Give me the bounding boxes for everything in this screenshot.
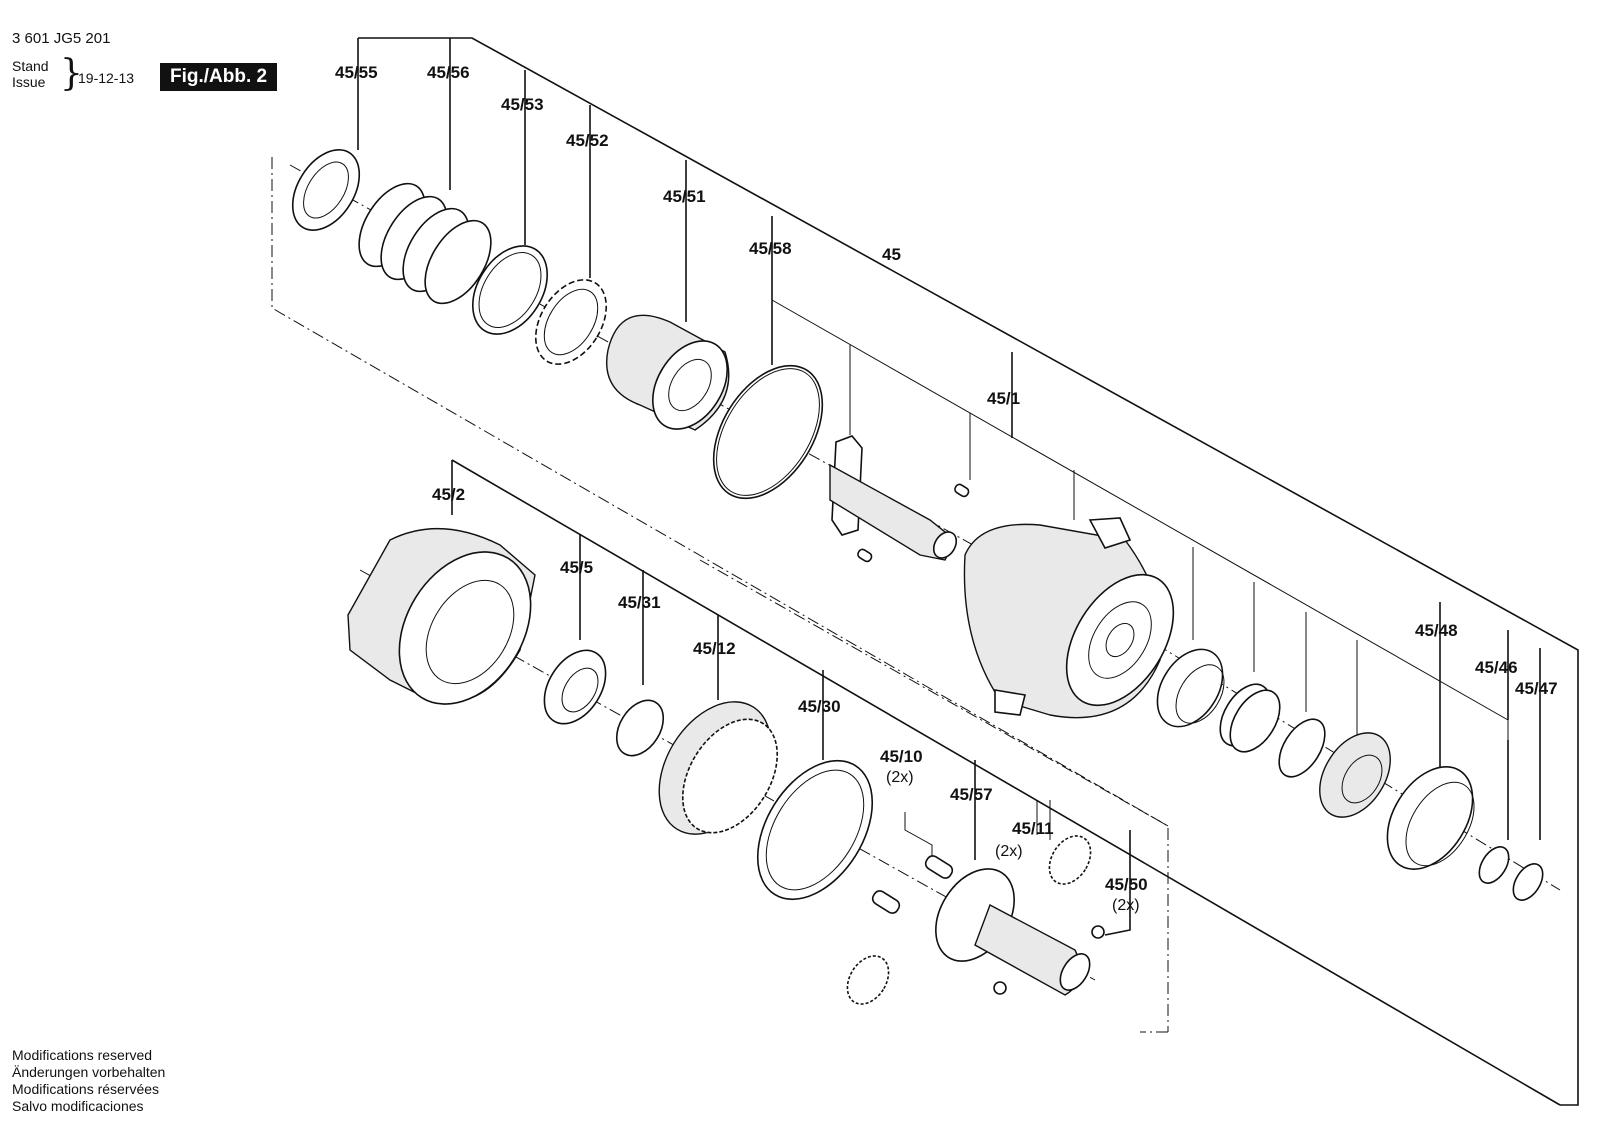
label-45-48: 45/48 xyxy=(1415,621,1458,640)
part-gear-housing-45-1 xyxy=(963,517,1175,719)
document-number: 3 601 JG5 201 xyxy=(12,30,111,47)
assembly-dashed-outline xyxy=(271,157,1169,1033)
label-45-50: 45/50 xyxy=(1105,875,1148,894)
label-45-12: 45/12 xyxy=(693,639,736,658)
label-45-2: 45/2 xyxy=(432,485,465,504)
label-45: 45 xyxy=(882,245,901,264)
label-45-57: 45/57 xyxy=(950,785,993,804)
brace-glyph: } xyxy=(60,53,83,94)
notice-line-en: Modifications reserved xyxy=(12,1047,153,1063)
label-45-55: 45/55 xyxy=(335,63,378,82)
part-hammer-housing-45-2 xyxy=(347,527,536,705)
label-45-11-qty: (2x) xyxy=(995,843,1023,860)
part-nut xyxy=(1156,648,1225,728)
label-45-1: 45/1 xyxy=(987,389,1020,408)
part-seal-45-5 xyxy=(543,649,607,725)
part-anvil-shaft xyxy=(829,435,970,563)
label-45-47: 45/47 xyxy=(1515,679,1558,698)
label-45-5: 45/5 xyxy=(560,558,593,577)
label-45-52: 45/52 xyxy=(566,131,609,150)
label-45-50-qty: (2x) xyxy=(1112,897,1140,914)
stand-label: Stand xyxy=(12,58,49,74)
part-threaded-ring-45-48 xyxy=(1386,766,1475,870)
label-45-11: 45/11 xyxy=(1012,819,1054,838)
part-planet-carrier-45-57 xyxy=(935,868,1091,996)
part-spring-45-56 xyxy=(358,182,492,305)
label-45-10: 45/10 xyxy=(880,747,923,766)
stand-issue-label: Stand Issue xyxy=(12,58,49,90)
part-washer-45-53 xyxy=(472,245,548,335)
part-cam-sleeve-45-51 xyxy=(606,314,730,431)
part-seal-45-55 xyxy=(291,149,361,231)
part-bushing xyxy=(1319,732,1391,818)
issue-date: 19-12-13 xyxy=(78,70,135,86)
part-pins-45-10 xyxy=(871,855,954,914)
part-planet-gear-45-11-upper xyxy=(1048,835,1092,885)
label-45-56: 45/56 xyxy=(427,63,470,82)
part-balls-45-50 xyxy=(993,925,1105,995)
issue-label: Issue xyxy=(12,74,46,90)
label-45-46: 45/46 xyxy=(1475,658,1518,677)
part-planet-gear-45-11-lower xyxy=(846,955,890,1005)
part-ring-gear-45-12 xyxy=(658,701,779,835)
upper-leader-lines xyxy=(357,37,1579,1106)
label-45-31: 45/31 xyxy=(618,593,661,612)
modifications-notice: Modifications reserved Änderungen vorbeh… xyxy=(12,1047,165,1115)
part-ball-bearing-45-52 xyxy=(534,279,608,365)
label-45-30: 45/30 xyxy=(798,697,841,716)
part-ring-45-31 xyxy=(615,699,665,757)
notice-line-de: Änderungen vorbehalten xyxy=(12,1064,166,1080)
label-45-53: 45/53 xyxy=(501,95,544,114)
notice-line-fr: Modifications réservées xyxy=(12,1081,160,1097)
lower-leader-lines xyxy=(451,459,1561,1106)
part-spring-small xyxy=(1219,683,1281,753)
part-o-ring-45-58 xyxy=(712,364,824,500)
part-retaining-ring xyxy=(1278,718,1326,778)
notice-line-es: Salvo modificaciones xyxy=(12,1098,144,1114)
part-ring-45-47 xyxy=(1512,863,1544,901)
part-labels: 45/55 45/56 45/53 45/52 45/51 45/58 45 4… xyxy=(335,63,1558,914)
label-45-10-qty: (2x) xyxy=(886,769,914,786)
part-ring-45-46 xyxy=(1478,846,1510,884)
label-45-58: 45/58 xyxy=(749,239,792,258)
figure-badge: Fig./Abb. 2 xyxy=(160,63,278,91)
part-washer-45-30 xyxy=(756,759,874,901)
label-45-51: 45/51 xyxy=(663,187,706,206)
